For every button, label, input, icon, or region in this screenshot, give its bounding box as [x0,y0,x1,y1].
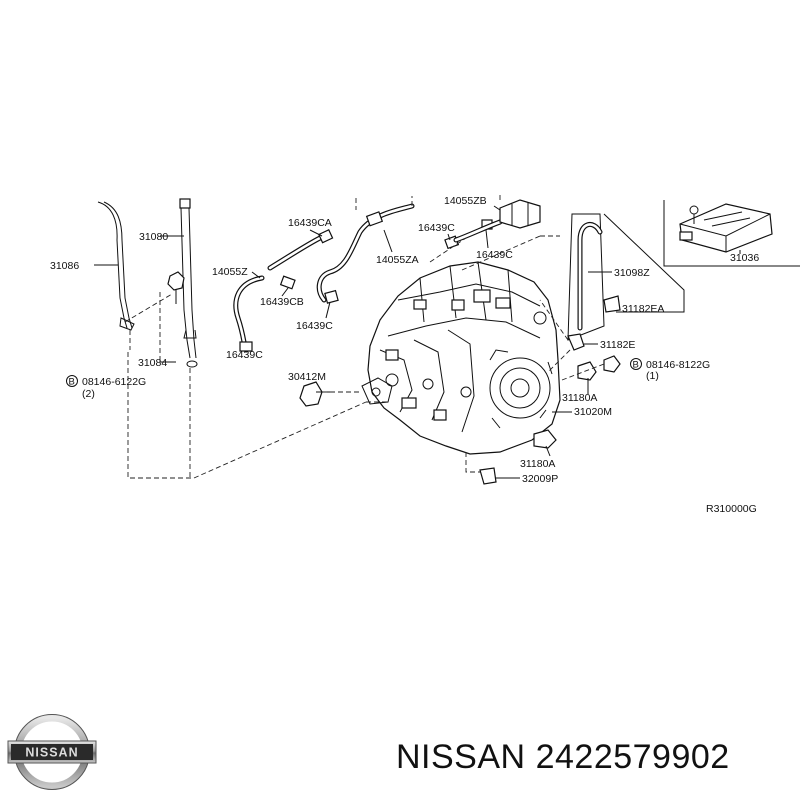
ref-code: R310000G [706,503,757,515]
dipstick-31080 [179,198,198,368]
label-08146-6122G: 08146-6122G [82,376,146,388]
nissan-logo: NISSAN [7,714,97,790]
label-16439C-top: 16439C [418,222,455,234]
clamp-top [365,211,384,227]
bracket-31182EA [603,295,621,313]
bolt-31084 [167,271,185,304]
dipstick-tube-31086 [97,201,135,331]
clamp-16439CA [317,229,334,244]
bolt-marker-left: B [69,377,75,388]
label-bolt-left-qty: (2) [82,388,95,400]
label-31180A-lower: 31180A [520,458,555,470]
hose-14055ZB [453,199,541,243]
logo-text: NISSAN [25,746,78,760]
bolt-31180A-lower [533,429,557,457]
label-16439C-middle: 16439C [296,320,333,332]
sensor-30412M [299,381,332,407]
label-31182EA: 31182EA [622,303,664,315]
label-31098Z: 31098Z [614,267,650,279]
label-31080: 31080 [139,231,168,243]
brand-row: NISSAN [6,712,796,792]
clamp-16439C-lower [239,341,253,352]
label-08146-8122G: 08146-8122G [646,359,710,371]
bolt-08146-8122G [603,355,621,373]
clip-32009P [479,467,497,485]
label-16439CA: 16439CA [288,217,332,229]
control-unit-31036 [679,203,773,253]
label-16439C-lower: 16439C [226,349,263,361]
label-31180A-upper: 31180A [562,392,597,404]
label-32009P: 32009P [522,473,558,485]
label-bolt-right-qty: (1) [646,370,659,382]
clamp-16439CB [279,275,296,290]
label-31086: 31086 [50,260,79,272]
bolt-31180A-upper [577,361,597,394]
label-14055Z: 14055Z [212,266,248,278]
brand-name: NISSAN [396,738,526,776]
label-16439C-right: 16439C [476,249,513,261]
label-31036: 31036 [730,252,759,264]
label-31020M: 31020M [574,406,612,418]
hose-14055Z [233,235,323,353]
label-31084: 31084 [138,357,167,369]
label-14055ZA: 14055ZA [376,254,419,266]
bracket-31182E [567,333,585,351]
part-number: 2422579902 [535,738,730,776]
parts-diagram: 31086 31080 31084 B 08146-6122G (2) [50,194,800,515]
label-30412M: 30412M [288,371,326,383]
tube-31098Z [577,222,603,331]
bolt-marker-right: B [633,360,639,371]
transmission-housing-31020M [361,261,561,455]
label-14055ZB: 14055ZB [444,195,487,207]
label-16439CB: 16439CB [260,296,304,308]
label-31182E: 31182E [600,339,635,351]
hose-14055ZA [316,203,415,303]
clamp-16439C-middle [324,289,339,304]
